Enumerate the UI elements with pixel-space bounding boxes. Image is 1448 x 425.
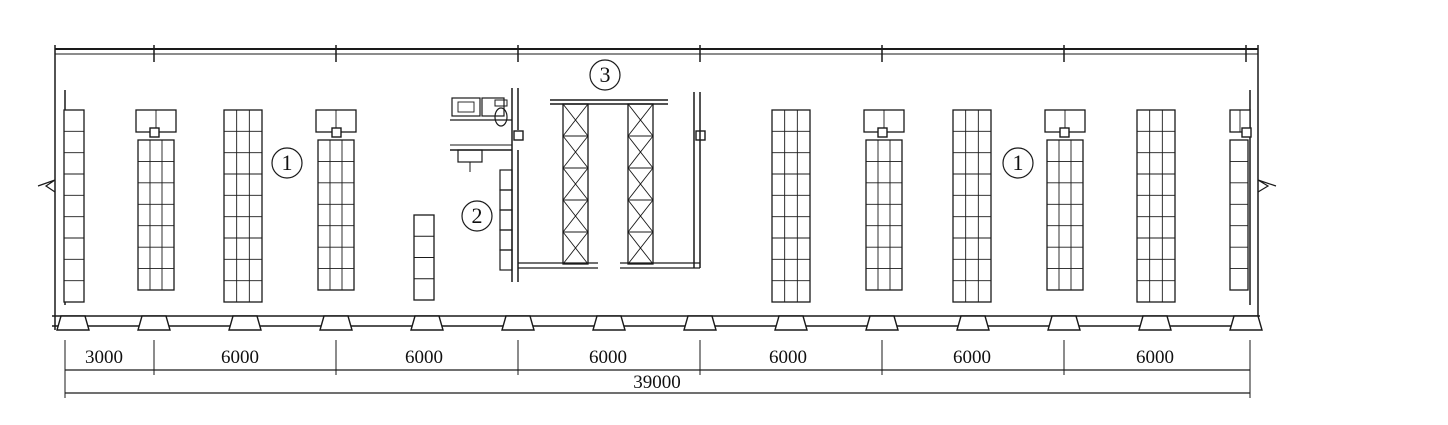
column-footing — [865, 315, 899, 331]
toilet-tank — [494, 99, 508, 107]
structural-column — [1059, 127, 1070, 138]
callout-label: 2 — [472, 203, 483, 228]
table — [317, 139, 355, 291]
rack-brace — [562, 167, 589, 201]
rack-brace — [627, 103, 654, 137]
rack-brace — [562, 103, 589, 137]
column-footing — [1229, 315, 1263, 331]
rack-brace — [627, 199, 654, 233]
rack-brace — [627, 167, 654, 201]
left-break-mark — [37, 179, 56, 193]
table-cap — [863, 109, 905, 138]
bay-dimension-label: 6000 — [769, 347, 807, 368]
table-frame — [865, 139, 903, 291]
column-footing — [1138, 315, 1172, 331]
table — [1136, 109, 1176, 303]
column-footing — [592, 315, 626, 331]
bay-dimension-label: 6000 — [589, 347, 627, 368]
column-footing — [410, 315, 444, 331]
structural-column — [877, 127, 888, 138]
cabinet — [481, 97, 505, 117]
column-footing — [1047, 315, 1081, 331]
table-left-edge — [63, 109, 85, 303]
structural-column — [149, 127, 160, 138]
rack-frame — [627, 103, 654, 265]
table — [223, 109, 263, 303]
storage-racks — [550, 99, 668, 265]
bay-dimension-label: 3000 — [85, 347, 123, 368]
column-footing — [501, 315, 535, 331]
rack-brace — [627, 231, 654, 265]
service-room — [450, 88, 701, 282]
callout-circle — [589, 59, 621, 91]
table-frame — [1229, 139, 1249, 291]
sink-lower — [457, 149, 483, 163]
column-footing — [228, 315, 262, 331]
table — [865, 139, 903, 291]
sink-basin — [457, 101, 475, 113]
table — [952, 109, 992, 303]
table-frame — [223, 109, 263, 303]
table-cap — [135, 109, 177, 138]
table — [137, 139, 175, 291]
table-cap — [1229, 109, 1252, 138]
total-dimension-label: 39000 — [633, 372, 681, 393]
table-frame — [137, 139, 175, 291]
table-frame — [317, 139, 355, 291]
toilet — [494, 107, 508, 127]
right-break-mark — [1257, 179, 1277, 193]
column-footing — [956, 315, 990, 331]
rack — [627, 103, 654, 265]
column-footing — [319, 315, 353, 331]
dimension-lines: 3000 6000 6000 6000 6000 6000 6000 39000 — [64, 340, 1251, 398]
table-frame — [952, 109, 992, 303]
callout-label: 3 — [600, 62, 611, 87]
callout-circle — [1002, 147, 1034, 179]
table — [1046, 139, 1084, 291]
structural-column — [331, 127, 342, 138]
sink — [451, 97, 481, 117]
rack-brace — [562, 135, 589, 169]
table-cap — [1044, 109, 1086, 138]
column-footings — [56, 315, 1263, 331]
bay-dimension-label: 6000 — [953, 347, 991, 368]
top-wall-ticks — [153, 45, 1247, 62]
rack-brace — [627, 135, 654, 169]
table-frame — [1136, 109, 1176, 303]
structural-column — [1241, 127, 1252, 138]
rack-brace — [562, 231, 589, 265]
callout-label: 1 — [282, 150, 293, 175]
table-right-edge — [1229, 139, 1249, 291]
callout-label: 1 — [1013, 150, 1024, 175]
inspection-tables — [63, 109, 1252, 303]
column-footing — [683, 315, 717, 331]
table — [771, 109, 811, 303]
callout-circle — [271, 147, 303, 179]
callout-labels: 1 1 2 3 — [271, 59, 1034, 232]
column-footing — [774, 315, 808, 331]
table-frame — [771, 109, 811, 303]
structural-column — [513, 130, 524, 141]
locker — [499, 229, 513, 251]
callout-circle — [461, 200, 493, 232]
locker — [499, 249, 513, 271]
column-footing — [56, 315, 90, 331]
rack-brace — [562, 199, 589, 233]
table-small — [413, 214, 435, 301]
locker — [499, 169, 513, 191]
table-frame — [63, 109, 85, 303]
table-cap — [315, 109, 357, 138]
bay-dimension-label: 6000 — [405, 347, 443, 368]
rack-frame — [562, 103, 589, 265]
rack — [562, 103, 589, 265]
locker — [499, 189, 513, 211]
column-footing — [137, 315, 171, 331]
bay-dimension-label: 6000 — [1136, 347, 1174, 368]
table-frame — [1046, 139, 1084, 291]
bay-dimension-label: 6000 — [221, 347, 259, 368]
locker — [499, 209, 513, 231]
